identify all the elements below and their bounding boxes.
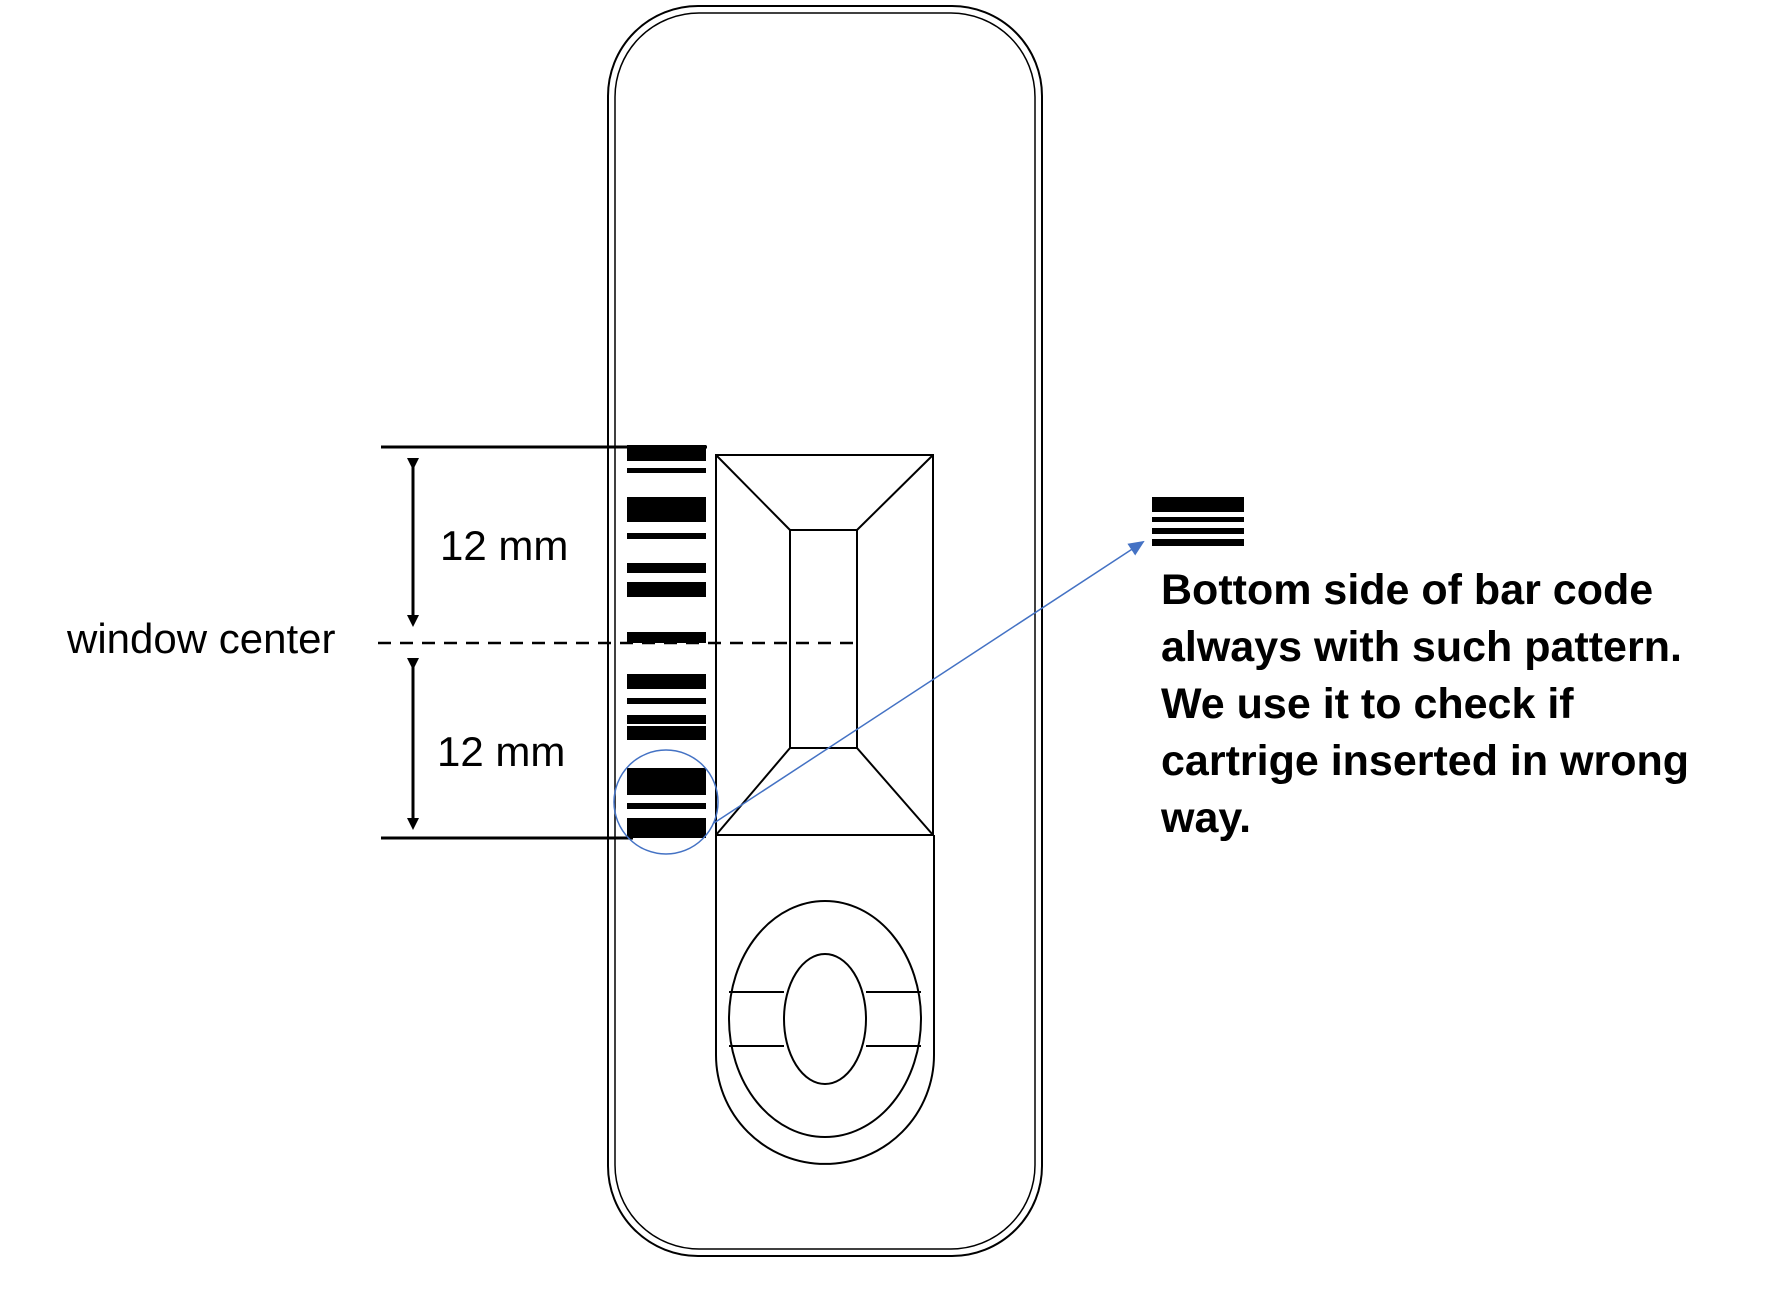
- highlight-circle: [613, 749, 719, 855]
- dimension-lines: [381, 445, 707, 840]
- test-window: [715, 454, 934, 836]
- sample-well: [715, 835, 935, 1165]
- top-distance-label: 12 mm: [440, 522, 568, 569]
- bottom-distance-label: 12 mm: [437, 728, 565, 775]
- window-center-label: window center: [66, 615, 335, 662]
- note-line: cartrige inserted in wrong: [1161, 737, 1689, 785]
- pointer-arrow: [713, 540, 1145, 824]
- note-line: always with such pattern.: [1161, 623, 1682, 671]
- barcode-pattern-icon: [1152, 497, 1244, 546]
- cartridge-body: [607, 5, 1043, 1257]
- barcode: [627, 445, 706, 838]
- note-line: way.: [1160, 794, 1251, 842]
- note-line: We use it to check if: [1161, 680, 1574, 728]
- note-text: Bottom side of bar code always with such…: [1160, 566, 1701, 842]
- note-line: Bottom side of bar code: [1161, 566, 1653, 614]
